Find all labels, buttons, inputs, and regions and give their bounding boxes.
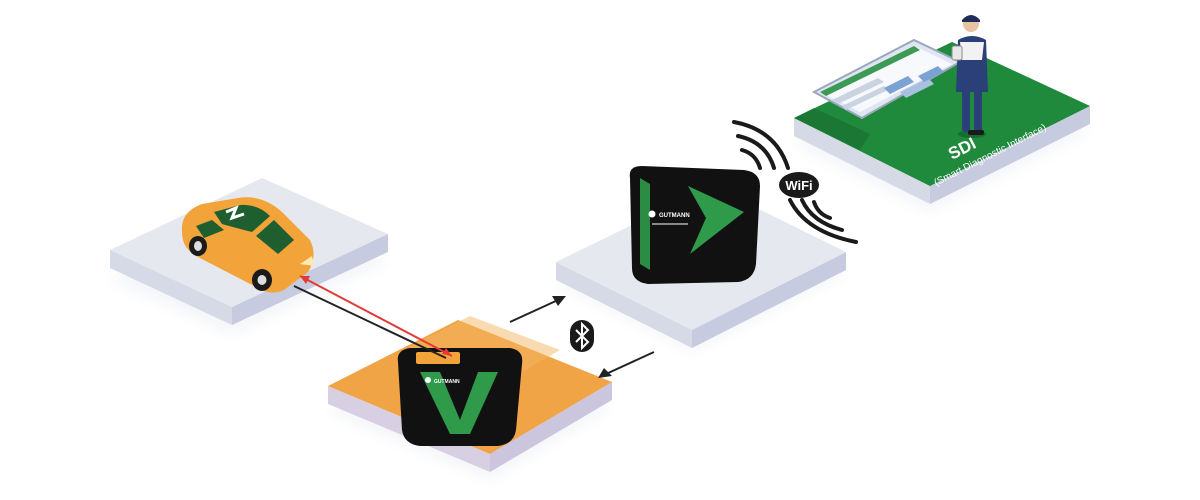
bluetooth-link [509, 296, 655, 378]
wifi-signal-icon [732, 120, 858, 244]
obd-adapter-icon: GUTMANN [397, 348, 523, 446]
bluetooth-icon [570, 320, 594, 352]
hub-brand-label: GUTMANN [659, 213, 690, 219]
tablet-icon [811, 38, 963, 120]
car-icon [181, 197, 314, 293]
diagnostic-hub-icon: GUTMANN [629, 166, 760, 284]
wifi-label: WiFi [785, 178, 812, 193]
vehicle-link [293, 275, 453, 359]
wifi-badge-icon: WiFi [779, 172, 819, 198]
technician-icon [951, 15, 988, 138]
sdi-platform [794, 42, 1090, 212]
adapter-brand-label: GUTMANN [434, 379, 460, 385]
